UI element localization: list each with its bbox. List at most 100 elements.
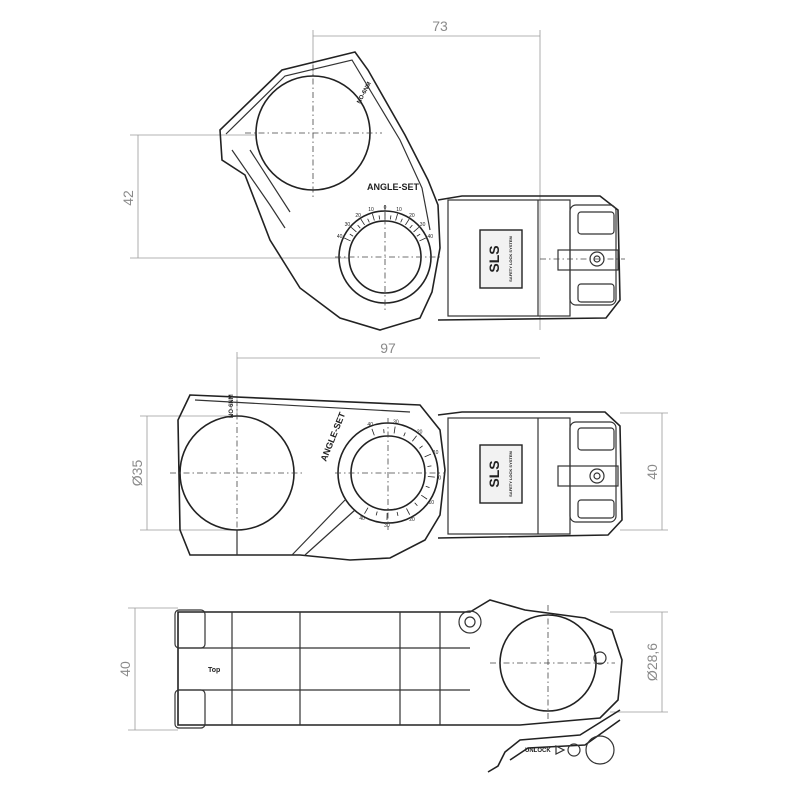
pivot-bolt-center <box>464 616 476 628</box>
scale-tick <box>419 237 426 242</box>
scale-tick <box>405 218 410 226</box>
scale-tick-label: 30 <box>384 523 390 529</box>
scale-tick <box>412 435 417 442</box>
scale-tick-label: 20 <box>409 517 415 523</box>
scale-tick <box>424 453 432 458</box>
scale-tick <box>350 227 357 233</box>
scale-tick-label: 10 <box>428 500 434 506</box>
dim-label-35: Ø35 <box>129 460 145 487</box>
lever-bar <box>557 249 619 271</box>
scale-tick-label: 10 <box>396 207 402 213</box>
scale-tick-label: 20 <box>409 213 415 219</box>
scale-tick <box>427 476 435 478</box>
scale-tick-label: 30 <box>345 222 351 228</box>
scale-tick-label: 20 <box>355 213 361 219</box>
angle-set-label: ANGLE-SET <box>319 410 348 462</box>
torque-label: NO-6NM <box>356 81 372 105</box>
dim-label-97: 97 <box>380 340 396 356</box>
top-mark: Top <box>208 667 220 674</box>
scale-tick <box>419 445 423 449</box>
upper-clamp-cap <box>174 609 206 649</box>
scale-tick <box>375 511 378 516</box>
lower-clamp-cap <box>174 689 206 729</box>
dim-label-28-6: Ø28,6 <box>644 643 660 681</box>
lever-pin <box>567 743 581 757</box>
scale-tick-label: 40 <box>428 234 434 240</box>
steerer-clamp-block <box>437 411 623 539</box>
stem-split-line <box>231 149 291 229</box>
dim-label-40: 40 <box>644 464 660 480</box>
scale-tick <box>349 233 354 237</box>
unlock-label: UNLOCK <box>525 748 551 754</box>
unlock-arrow-icon <box>555 745 566 755</box>
lever-housing <box>569 421 617 523</box>
stem-side-outline <box>177 599 623 726</box>
scale-tick <box>425 485 430 488</box>
stem-top-edge <box>194 399 411 413</box>
scale-tick-label: 10 <box>433 450 439 456</box>
scale-tick <box>378 215 381 220</box>
angle-set-label: ANGLE-SET <box>367 182 420 192</box>
scale-tick <box>389 215 392 220</box>
scale-tick <box>372 213 375 221</box>
scale-tick <box>416 233 421 237</box>
stem-body-outline <box>219 51 441 331</box>
scale-tick <box>360 218 365 226</box>
scale-tick <box>367 218 370 223</box>
pivot-bolt <box>458 610 482 634</box>
scale-tick-label: 0 <box>438 476 441 482</box>
scale-tick <box>357 224 361 229</box>
sls-badge <box>479 444 523 504</box>
torque-label: NO-6NM <box>229 394 235 418</box>
stem-body-outline <box>177 394 446 561</box>
scale-tick <box>344 237 351 242</box>
lever-bolt-center <box>593 472 601 480</box>
lever-top-tab <box>577 211 615 235</box>
scale-tick-label: 40 <box>367 422 373 428</box>
scale-tick <box>400 218 403 223</box>
scale-tick <box>414 502 418 507</box>
scale-tick <box>409 224 413 229</box>
scale-tick <box>364 507 369 514</box>
dim-label-40: 40 <box>117 661 133 677</box>
angle-scale: 40 30 20 10 0 10 20 30 40 <box>359 420 441 529</box>
sls-badge <box>479 229 523 289</box>
scale-tick <box>393 426 396 434</box>
scale-tick <box>421 494 428 500</box>
scale-tick <box>413 227 420 233</box>
middle-view: 97 Ø35 40 NO-6NM ANGLE-SET 40 30 20 10 0 10 20… <box>129 340 668 561</box>
scale-tick-label: 40 <box>337 234 343 240</box>
lever-ring <box>585 735 615 765</box>
scale-tick <box>396 511 399 516</box>
scale-tick-label: 20 <box>417 430 423 436</box>
steerer-clamp-block <box>437 195 621 321</box>
lever-housing <box>569 204 617 306</box>
scale-tick-label: 30 <box>420 222 426 228</box>
scale-tick-label: 30 <box>393 420 399 426</box>
scale-tick <box>395 213 398 221</box>
safety-lock-text: SAFETY LOCK SYSTEM <box>508 235 513 281</box>
lever-bottom-tab <box>577 499 615 519</box>
scale-tick <box>371 428 375 436</box>
scale-tick <box>403 432 406 437</box>
stem-wedge-line <box>291 499 356 556</box>
scale-tick-label: 10 <box>368 207 374 213</box>
scale-tick <box>427 465 432 467</box>
lever-bottom-tab <box>577 283 615 303</box>
sls-logo: SLS <box>486 245 502 272</box>
dim-label-42: 42 <box>120 190 136 206</box>
lever-bolt <box>589 468 605 484</box>
stem-body-inner-edge <box>225 59 431 231</box>
quick-release-lever <box>487 709 621 773</box>
clamp-bolt <box>593 651 607 665</box>
bottom-view: 40 Ø28,6 Top UNLOCK <box>117 599 668 773</box>
lever-top-tab <box>577 427 615 451</box>
sls-logo: SLS <box>486 460 502 487</box>
scale-tick-label: 40 <box>359 516 365 522</box>
safety-lock-text: SAFETY LOCK SYSTEM <box>508 450 513 496</box>
dim-label-73: 73 <box>432 18 448 34</box>
scale-tick <box>406 508 411 515</box>
lever-bar <box>557 465 619 487</box>
